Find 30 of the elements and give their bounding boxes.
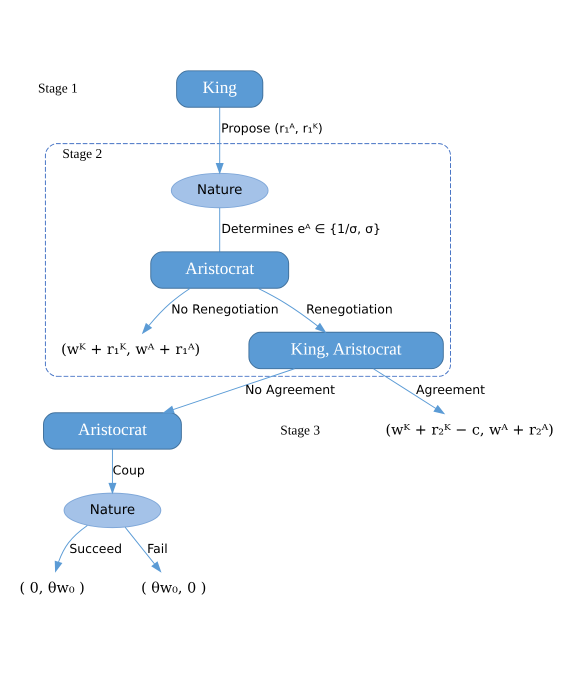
arrow: [216, 106, 224, 175]
label: Stage 1: [38, 80, 78, 96]
edge-label: Renegotiation: [306, 302, 393, 317]
edge-label: Agreement: [416, 382, 486, 397]
edge-label: Coup: [112, 462, 145, 478]
node-ellipse: Nature: [64, 492, 162, 528]
label: Stage 3: [280, 422, 320, 438]
node-ellipse: Nature: [170, 172, 269, 208]
edge-label: No Agreement: [245, 382, 336, 397]
node-box: Aristocrat: [43, 412, 182, 450]
node-box: King: [176, 70, 264, 108]
edge-label: Propose (r₁ᴬ, r₁ᴷ): [221, 120, 323, 136]
arrow: [108, 449, 116, 494]
arrow: [162, 368, 296, 414]
arrow: [373, 368, 446, 414]
arrow: [258, 288, 326, 333]
node-text: ( 0, θw₀ ): [19, 580, 85, 596]
edge-label: No Renegotiation: [171, 302, 279, 317]
node-text: (wᴷ + r₂ᴷ − c, wᴬ + r₂ᴬ): [386, 422, 554, 438]
edge-label: Determines eᴬ ∈ {1/σ, σ}: [221, 221, 381, 236]
node-box: Aristocrat: [150, 251, 290, 289]
node-text: ( θw₀, 0 ): [141, 580, 206, 596]
arrow: [142, 288, 191, 334]
edge-label: Fail: [147, 540, 168, 556]
arrow: [124, 526, 162, 573]
arrow: [54, 524, 88, 573]
edge-label: Succeed: [69, 540, 122, 556]
node-box: King, Aristocrat: [248, 332, 444, 370]
node-text: (wᴷ + r₁ᴷ, wᴬ + r₁ᴬ): [61, 342, 200, 358]
connector: [219, 207, 220, 252]
